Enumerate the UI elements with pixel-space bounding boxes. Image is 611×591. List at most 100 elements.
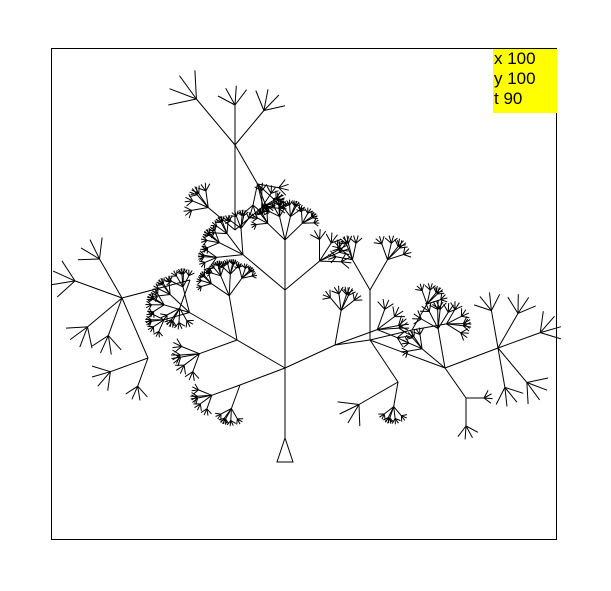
tree-branch-line: [266, 211, 269, 224]
tree-branch-line: [394, 306, 400, 317]
tree-branch-line: [218, 216, 222, 223]
tree-branch-line: [158, 288, 171, 295]
tree-branch-line: [210, 272, 221, 277]
tree-branch-line: [61, 260, 76, 282]
tree-branch-line: [331, 290, 340, 295]
tree-branch-line: [178, 268, 183, 275]
tree-branch-line: [426, 289, 431, 305]
tree-branch-line: [107, 297, 123, 336]
tree-branch-line: [234, 110, 265, 146]
tree-branch-line: [448, 308, 457, 313]
tree-branch-line: [446, 315, 462, 325]
tree-branch-line: [97, 371, 111, 387]
tree-branch-line: [369, 329, 413, 341]
tree-branch-line: [174, 322, 180, 329]
tree-branch-line: [526, 382, 529, 405]
tree-branch-line: [185, 320, 188, 328]
tree-branch-line: [479, 296, 492, 311]
tree-branch-line: [263, 89, 269, 111]
tree-branch-line: [397, 238, 400, 247]
tree-branch-line: [192, 200, 209, 208]
tree-branch-line: [234, 85, 237, 106]
tree-branch-line: [426, 292, 437, 305]
triangle-turtle-icon: [276, 436, 294, 463]
tree-branch-line: [147, 298, 153, 304]
tree-branch-line: [146, 300, 152, 306]
tree-branch-line: [236, 418, 241, 425]
tree-branch-line: [162, 314, 168, 321]
tree-branch-line: [188, 210, 193, 219]
tree-branch-line: [381, 243, 388, 260]
tree-branch-line: [176, 275, 184, 288]
tree-branch-line: [432, 301, 439, 310]
tree-branch-line: [183, 365, 186, 375]
tree-branch-line: [200, 408, 208, 414]
tree-branch-line: [322, 294, 331, 299]
tree-branch-line: [176, 271, 183, 275]
tree-branch-line: [383, 413, 386, 420]
tree-branch-line: [275, 194, 284, 200]
tree-branch-line: [440, 297, 448, 301]
tree-branch-line: [417, 310, 422, 320]
tree-branch-line: [352, 243, 357, 260]
tree-branch-line: [338, 242, 347, 245]
tree-branch-line: [178, 322, 186, 327]
tree-branch-line: [181, 268, 186, 275]
tree-branch-line: [379, 413, 385, 418]
tree-branch-line: [408, 342, 423, 350]
tree-branch-line: [465, 425, 473, 439]
tree-branch-line: [234, 207, 263, 231]
tree-branch-line: [483, 397, 493, 400]
tree-branch-line: [398, 323, 409, 326]
tree-branch-line: [381, 236, 385, 245]
tree-branch-line: [205, 267, 210, 274]
tree-branch-line: [200, 256, 205, 263]
tree-branch-line: [290, 201, 296, 207]
tree-branch-line: [382, 299, 386, 310]
tree-branch-line: [204, 243, 207, 251]
tree-branch-line: [284, 202, 290, 206]
tree-branch-line: [540, 332, 562, 340]
tree-branch-line: [332, 245, 341, 249]
tree-branch-line: [504, 387, 508, 407]
tree-branch-line: [403, 342, 410, 348]
x-coordinate-readout: x 100: [494, 49, 536, 68]
tree-branch-line: [504, 387, 518, 403]
tree-branch-line: [173, 341, 182, 347]
tree-branch-line: [387, 417, 391, 424]
tree-branch-line: [483, 393, 492, 399]
tree-branch-line: [202, 235, 208, 241]
tree-branch-line: [294, 202, 300, 207]
tree-branch-line: [333, 287, 340, 295]
tree-branch-line: [401, 347, 409, 352]
tree-branch-line: [200, 184, 207, 192]
tree-branch-line: [178, 322, 183, 330]
tree-branch-line: [153, 304, 165, 313]
tree-branch-line: [236, 418, 238, 425]
tree-branch-line: [204, 230, 210, 236]
tree-branch-line: [263, 105, 286, 111]
tree-branch-line: [205, 190, 209, 208]
tree-branch-line: [337, 244, 348, 251]
tree-branch-line: [210, 232, 215, 239]
tree-branch-line: [213, 264, 219, 267]
tree-branch-line: [355, 235, 359, 244]
tree-branch-line: [236, 211, 243, 217]
tree-branch-line: [387, 243, 392, 260]
tree-branch-line: [381, 413, 385, 420]
tree-branch-line: [252, 217, 258, 222]
tree-branch-line: [209, 228, 215, 234]
tree-branch-line: [197, 403, 201, 411]
tree-branch-line: [278, 187, 289, 191]
tree-branch-line: [168, 276, 173, 283]
tree-branch-line: [222, 418, 227, 425]
tree-branch-line: [401, 342, 409, 345]
tree-branch-line: [241, 275, 253, 279]
tree-branch-line: [392, 306, 395, 317]
tree-branch-line: [199, 250, 205, 256]
tree-branch-line: [339, 404, 360, 415]
tree-branch-line: [313, 222, 319, 227]
tree-branch-line: [211, 283, 230, 297]
tree-branch-line: [464, 425, 467, 440]
tree-branch-line: [257, 183, 274, 200]
